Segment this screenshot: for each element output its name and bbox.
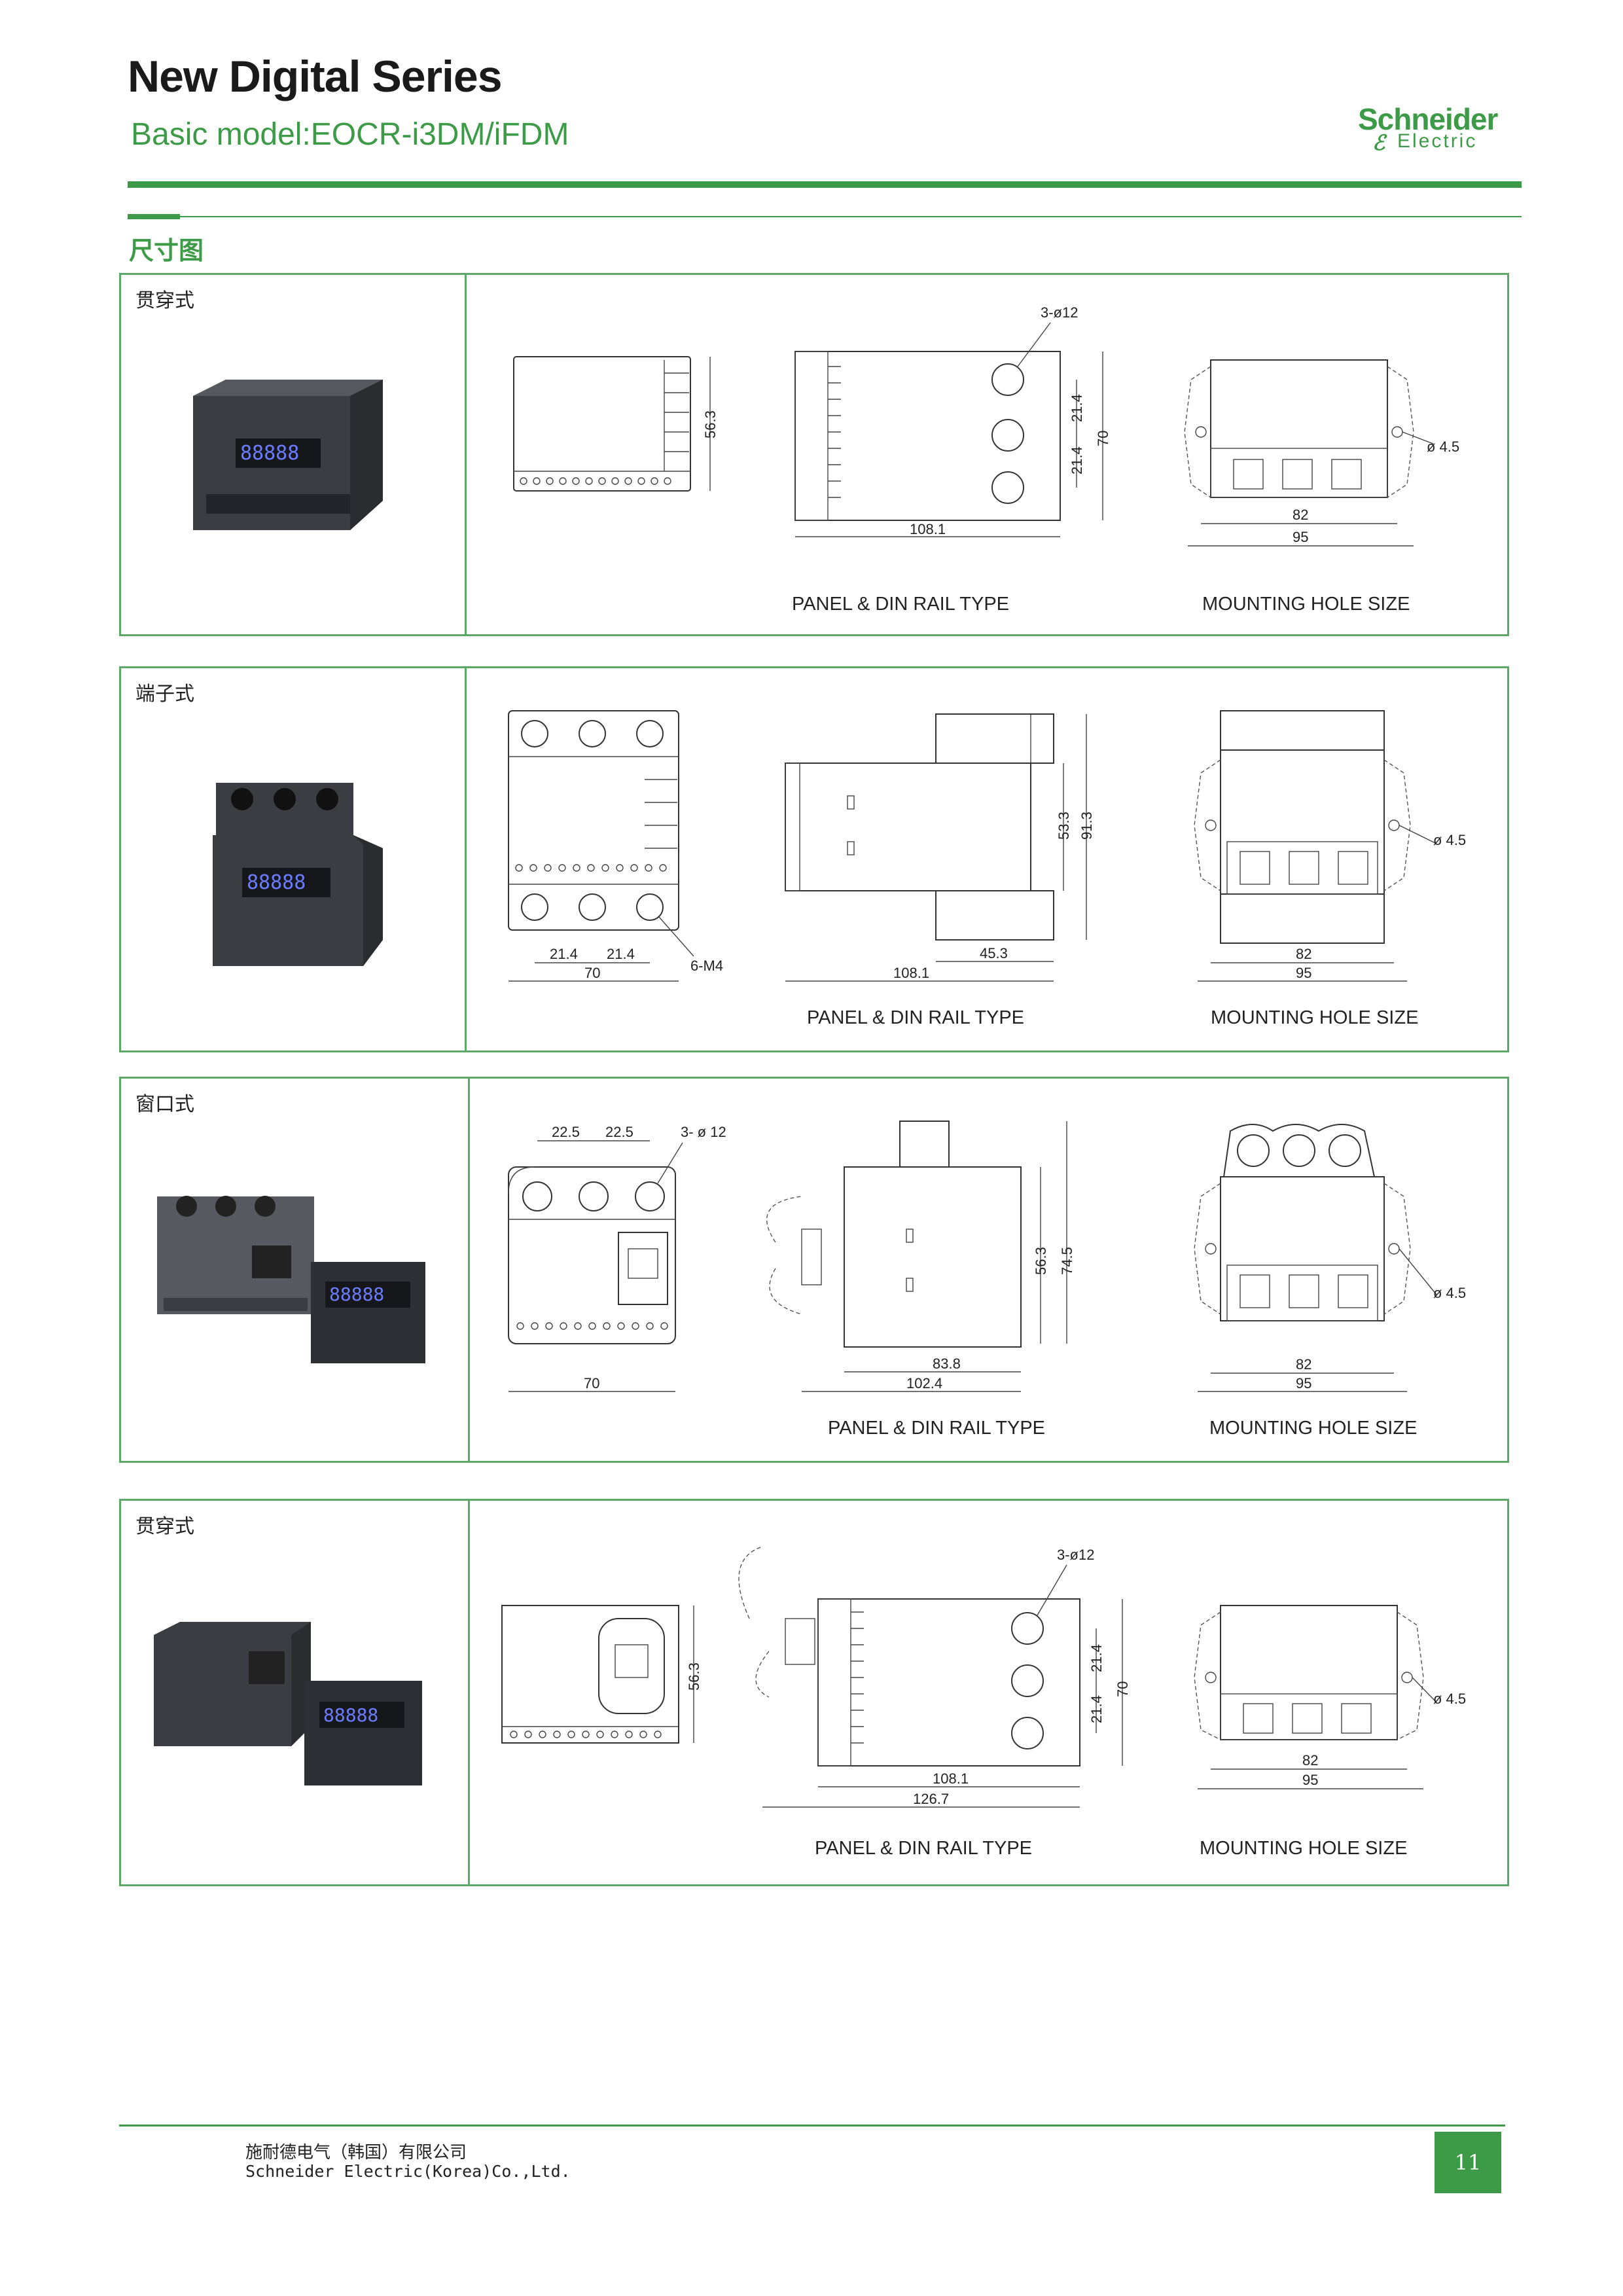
section-label: 尺寸图 [129, 236, 204, 265]
header-rule [128, 181, 1522, 188]
product-photo: 88888 [213, 783, 383, 966]
dim-pitch-a: 21.4 [1069, 394, 1085, 422]
dim-front-height: 56.3 [686, 1662, 702, 1691]
panel-through-type-1: 贯穿式 88888 56.3 3-ø12 21.4 21.4 70 108.1 [119, 273, 1509, 636]
dim-pitch-a: 21.4 [1088, 1644, 1105, 1672]
brand-name: Schneider [1358, 102, 1498, 136]
panel-label: 贯穿式 [135, 1515, 194, 1538]
caption-panel-din: PANEL & DIN RAIL TYPE [792, 594, 1009, 615]
dim-pitch-b: 21.4 [1069, 446, 1085, 475]
dim-holes: 3- ø 12 [681, 1124, 726, 1140]
section-rule [128, 216, 1522, 217]
dim-hole-width: 82 [1296, 946, 1311, 962]
dim-hole-diameter: ø 4.5 [1433, 1285, 1466, 1301]
caption-panel-din: PANEL & DIN RAIL TYPE [828, 1418, 1045, 1439]
dim-front-width: 70 [584, 1375, 599, 1391]
dim-depth-b: 91.3 [1079, 812, 1095, 840]
dim-hole-diameter: ø 4.5 [1427, 439, 1459, 455]
panel-label: 端子式 [135, 683, 194, 706]
product-photo: 88888 [193, 380, 383, 530]
product-photo: 88888 [157, 1196, 425, 1363]
dim-holes: 3-ø12 [1057, 1547, 1094, 1563]
dim-front-width: 70 [584, 965, 600, 981]
panel-divider [465, 275, 467, 634]
caption-mounting-hole: MOUNTING HOLE SIZE [1202, 594, 1410, 615]
dim-width: 102.4 [906, 1375, 942, 1391]
dim-front-height: 56.3 [702, 410, 719, 439]
dim-pitch-b: 21.4 [607, 946, 635, 962]
brand-sub: Electric [1397, 130, 1478, 152]
brand-logo: Schneider ℰ Electric [1358, 101, 1528, 154]
panel-divider [468, 1079, 470, 1461]
page-title: New Digital Series [128, 52, 503, 101]
footer-company-en: Schneider Electric(Korea)Co.,Ltd. [245, 2162, 571, 2181]
panel-divider [468, 1501, 470, 1884]
dim-total-width: 95 [1296, 965, 1311, 981]
dim-depth-b: 74.5 [1059, 1247, 1075, 1275]
dim-pitch-a: 21.4 [550, 946, 578, 962]
dim-hole-diameter: ø 4.5 [1433, 1691, 1466, 1707]
dim-hole-width: 82 [1296, 1356, 1311, 1372]
product-photo: 88888 [154, 1622, 422, 1785]
dim-depth-a: 56.3 [1033, 1247, 1049, 1275]
dim-width-b: 126.7 [913, 1791, 949, 1807]
caption-panel-din: PANEL & DIN RAIL TYPE [815, 1838, 1032, 1859]
caption-mounting-hole: MOUNTING HOLE SIZE [1211, 1007, 1419, 1028]
dim-height: 70 [1115, 1681, 1131, 1697]
brand-mark-icon: ℰ [1372, 131, 1385, 154]
svg-text:88888: 88888 [240, 442, 299, 465]
footer-company-cn: 施耐德电气（韩国）有限公司 [245, 2143, 467, 2162]
dim-hole-diameter: ø 4.5 [1433, 832, 1466, 848]
panel-label: 贯穿式 [135, 289, 194, 312]
dim-depth-a: 53.3 [1056, 812, 1072, 840]
section-rule-accent [128, 214, 180, 219]
dim-width: 108.1 [910, 521, 946, 537]
panel-window-type: 窗口式 88888 22.5 22.5 3- ø 12 70 56.3 [119, 1077, 1509, 1463]
dim-total-width: 95 [1293, 529, 1308, 545]
svg-text:88888: 88888 [323, 1704, 378, 1726]
svg-text:88888: 88888 [329, 1283, 384, 1305]
caption-panel-din: PANEL & DIN RAIL TYPE [807, 1007, 1024, 1028]
dim-total-width: 95 [1302, 1772, 1318, 1788]
dim-width-a: 108.1 [933, 1770, 969, 1787]
dim-width: 108.1 [893, 965, 929, 981]
page-subtitle: Basic model:EOCR-i3DM/iFDM [131, 117, 569, 152]
panel-divider [465, 668, 467, 1050]
panel-terminal-type: 端子式 88888 21.4 21.4 6-M4 70 53.3 91.3 [119, 666, 1509, 1052]
dim-pitch-b: 21.4 [1088, 1695, 1105, 1723]
panel-through-type-2: 贯穿式 88888 56.3 3-ø12 21.4 21.4 70 108.1 [119, 1499, 1509, 1886]
panel-label: 窗口式 [135, 1093, 194, 1116]
dim-height: 70 [1095, 431, 1111, 446]
dim-hole-width: 82 [1302, 1752, 1318, 1768]
dim-hole-width: 82 [1293, 507, 1308, 523]
footer-rule [119, 2125, 1505, 2126]
dim-total-width: 95 [1296, 1375, 1311, 1391]
caption-mounting-hole: MOUNTING HOLE SIZE [1209, 1418, 1418, 1439]
dim-side-a: 45.3 [980, 945, 1008, 961]
page-number: 11 [1435, 2132, 1501, 2193]
dim-screws: 6-M4 [690, 958, 723, 974]
caption-mounting-hole: MOUNTING HOLE SIZE [1200, 1838, 1408, 1859]
svg-text:88888: 88888 [247, 871, 306, 894]
dim-holes: 3-ø12 [1041, 304, 1078, 321]
dim-pitch-b: 22.5 [605, 1124, 633, 1140]
dim-pitch-a: 22.5 [552, 1124, 580, 1140]
dim-side-a: 83.8 [933, 1355, 961, 1372]
